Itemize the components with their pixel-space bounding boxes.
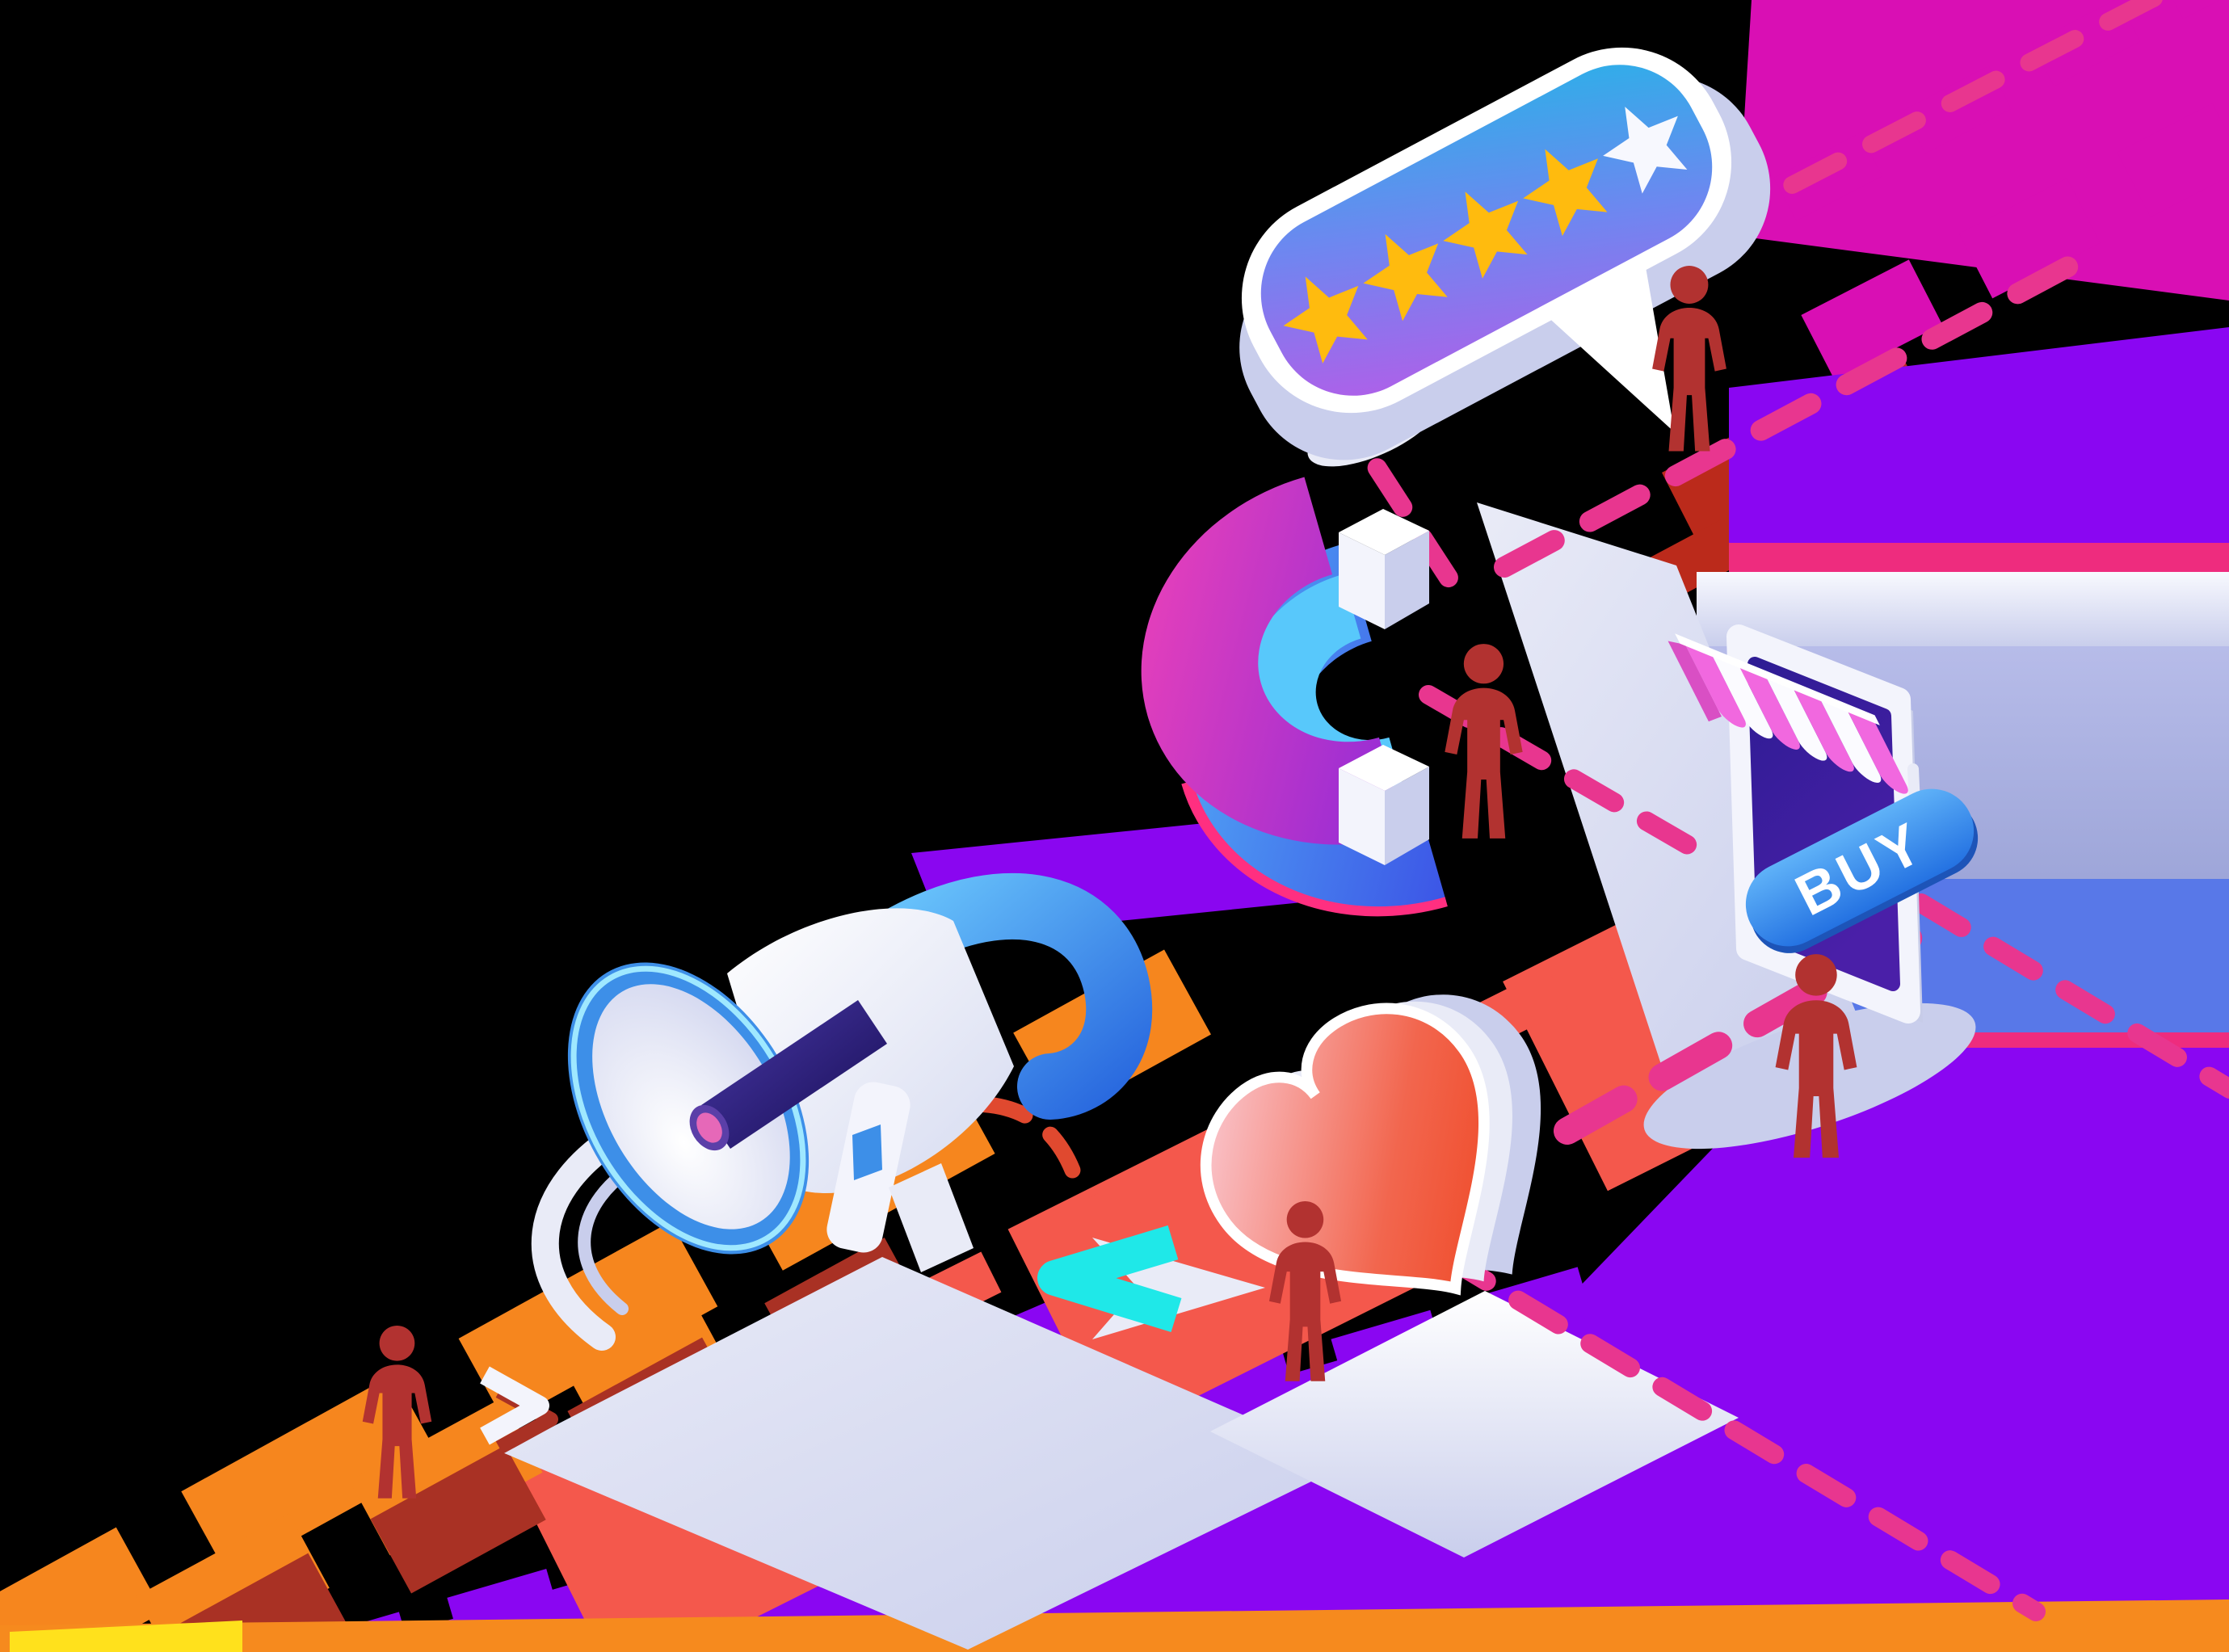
ribbon-orange xyxy=(33,1295,732,1652)
chevrons xyxy=(480,1225,1265,1454)
megaphone-button xyxy=(852,1124,882,1180)
dashed-path xyxy=(1494,256,2079,578)
megaphone-core xyxy=(701,1000,887,1149)
magnet-icon xyxy=(1096,477,1448,962)
buy-button: BUY xyxy=(1745,788,1979,953)
magnet-pole-cube xyxy=(1339,509,1429,629)
awning-side-face xyxy=(1668,641,1722,722)
dashed-path xyxy=(1911,893,2229,1099)
megaphone-icon xyxy=(567,872,1153,1272)
ribbon-white-band xyxy=(1697,572,2229,646)
ground-platform xyxy=(503,1257,1351,1650)
ribbon-pink-strip xyxy=(1729,543,2229,572)
megaphone-handle-tube xyxy=(872,872,1153,1120)
diagonal-ribbon xyxy=(1737,0,2229,301)
sound-wave-icon xyxy=(531,1117,640,1351)
awning-top-rim xyxy=(1675,633,1880,725)
ribbon-bottom-strip xyxy=(0,1599,2229,1652)
buy-button-pill xyxy=(1745,788,1975,947)
rating-bubble-icon xyxy=(1239,47,1771,460)
megaphone-core-cap-center xyxy=(696,1112,722,1143)
diagonal-ribbon xyxy=(1801,103,2229,380)
chevron-left-icon xyxy=(1037,1225,1182,1333)
megaphone-bell-inner xyxy=(592,984,790,1230)
awning-icon xyxy=(1668,633,1908,794)
magnet-pole-cube xyxy=(1339,745,1429,865)
storefront-phone-icon: BUY xyxy=(1668,624,1979,1024)
person-icon xyxy=(1445,644,1523,839)
ribbon-orange xyxy=(0,949,1211,1652)
awning-stripes xyxy=(1685,645,1908,794)
diagonal-ribbon xyxy=(1729,327,2229,543)
megaphone-foot xyxy=(889,1163,974,1272)
ribbon-yellow xyxy=(10,1620,242,1652)
magnet-rim-glow xyxy=(1181,780,1448,917)
heart-face xyxy=(1200,1003,1490,1296)
dashed-path xyxy=(1436,1247,2046,1621)
ribbon-purple-field xyxy=(339,1048,2229,1652)
chevron-right-icon xyxy=(480,1366,549,1445)
